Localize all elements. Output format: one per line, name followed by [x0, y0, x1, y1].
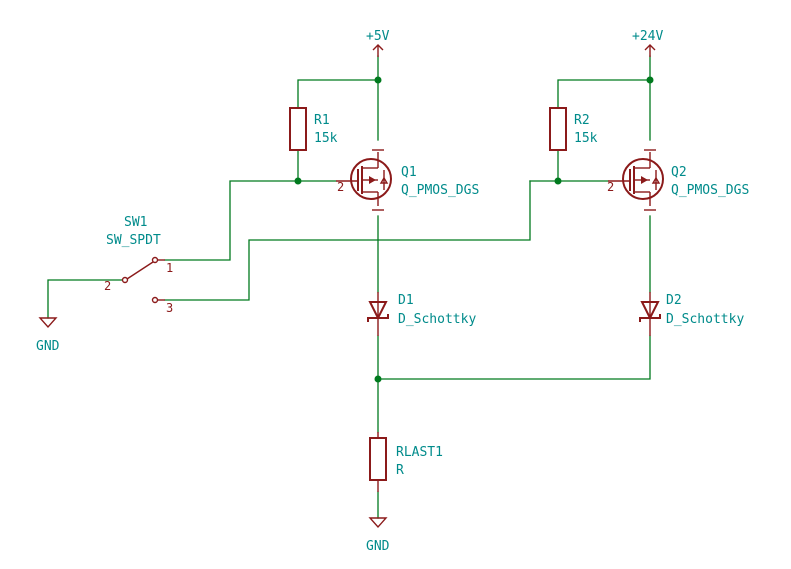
resistor-r1: R1 15k [289, 107, 338, 151]
r2-value: 15k [574, 131, 598, 146]
r2-ref: R2 [574, 113, 590, 128]
q2-gate-pin: 2 [607, 180, 614, 194]
r1-ref: R1 [314, 113, 330, 128]
gnd-bottom-symbol: GND [366, 517, 390, 554]
power-24v-symbol: +24V [632, 29, 663, 57]
rlast-value: R [396, 463, 404, 478]
d1-ref: D1 [398, 293, 414, 308]
d2-ref: D2 [666, 293, 682, 308]
label-5v: +5V [366, 29, 390, 44]
junction-5v [374, 76, 382, 84]
sw-pin1: 1 [166, 261, 173, 275]
q1-ref: Q1 [401, 165, 417, 180]
rlast-ref: RLAST1 [396, 445, 443, 460]
gnd-left-symbol: GND [36, 317, 60, 354]
label-gnd-bottom: GND [366, 539, 390, 554]
q2-value: Q_PMOS_DGS [671, 183, 749, 198]
d1-value: D_Schottky [398, 312, 476, 327]
sw1-ref: SW1 [124, 215, 147, 230]
wire-r2-top [557, 79, 651, 109]
junction-24v [646, 76, 654, 84]
sw-pin3: 3 [166, 301, 173, 315]
sw-pin2: 2 [104, 279, 111, 293]
wire-sw-gnd [47, 279, 123, 319]
wire-r1-top [297, 79, 379, 109]
diode-d1: D1 D_Schottky [367, 292, 476, 336]
sw1-value: SW_SPDT [106, 233, 161, 248]
wires [47, 55, 651, 519]
wire-gate-sw1 [164, 180, 299, 261]
pmos-q2: 2 Q2 Q_PMOS_DGS [607, 149, 749, 211]
wire-d2-join [377, 335, 651, 380]
d2-value: D_Schottky [666, 312, 744, 327]
junction-q2-gate [554, 177, 562, 185]
q1-value: Q_PMOS_DGS [401, 183, 479, 198]
junctions [294, 76, 654, 383]
switch-sw1: 1 2 3 SW1 SW_SPDT [104, 215, 173, 315]
junction-q1-gate [294, 177, 302, 185]
resistor-rlast1: RLAST1 R [369, 432, 443, 492]
pmos-q1: 2 Q1 Q_PMOS_DGS [336, 149, 479, 211]
wire-gate-sw3 [164, 180, 531, 301]
q2-ref: Q2 [671, 165, 687, 180]
r1-value: 15k [314, 131, 338, 146]
label-gnd-left: GND [36, 339, 60, 354]
label-24v: +24V [632, 29, 663, 44]
power-5v-symbol: +5V [366, 29, 390, 57]
diode-d2: D2 D_Schottky [639, 292, 744, 336]
resistor-r2: R2 15k [549, 107, 598, 151]
junction-output [374, 375, 382, 383]
q1-gate-pin: 2 [337, 180, 344, 194]
